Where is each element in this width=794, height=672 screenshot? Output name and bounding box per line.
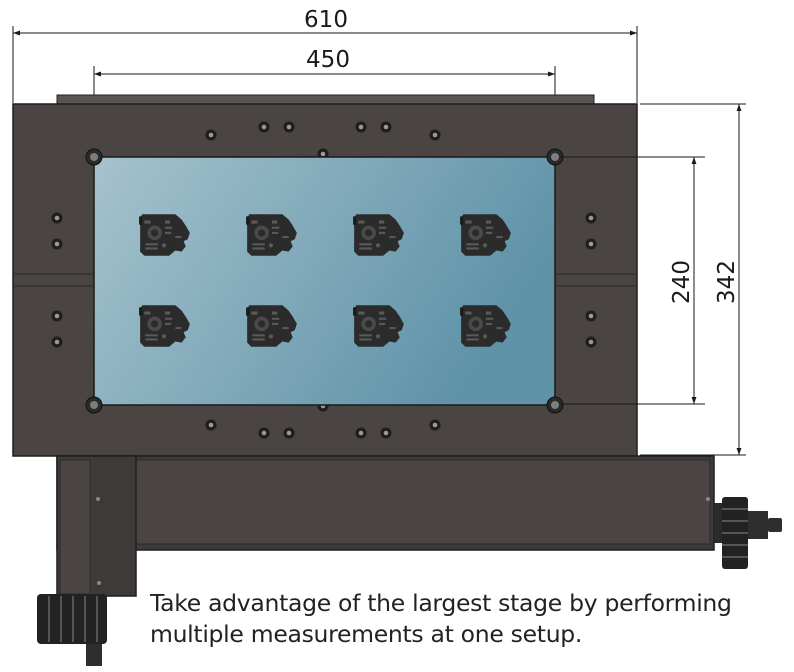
sample-holder-icon [139, 305, 190, 347]
sample-holder-icon [353, 305, 404, 347]
overall-width-label: 610 [304, 7, 348, 33]
caption-line-2: multiple measurements at one setup. [150, 620, 583, 648]
sample-holder-icon [246, 305, 297, 347]
screw-icon [51, 310, 63, 322]
overall-height-label: 342 [714, 260, 740, 304]
plate-clamp-icon [85, 396, 103, 414]
sample-holder-icon [460, 214, 511, 256]
screw-icon [205, 419, 217, 431]
screw-icon [429, 129, 441, 141]
screw-icon [51, 212, 63, 224]
plate-clamp-icon [85, 148, 103, 166]
caption: Take advantage of the largest stage by p… [150, 588, 790, 650]
screw-icon [585, 336, 597, 348]
screw-icon [585, 212, 597, 224]
screw-icon [258, 121, 270, 133]
sample-holder-icon [139, 214, 190, 256]
sample-holder-icon [353, 214, 404, 256]
dimension-overall-height: 342 [640, 103, 746, 456]
stage-screws [51, 121, 597, 439]
screw-icon [205, 129, 217, 141]
screw-icon [585, 238, 597, 250]
plate-width-label: 450 [306, 47, 350, 73]
dimension-plate-height: 240 [560, 156, 705, 405]
right-knob [714, 497, 782, 569]
screw-icon [380, 427, 392, 439]
screw-icon [51, 238, 63, 250]
bottom-left-knob [37, 594, 107, 666]
screw-icon [283, 427, 295, 439]
caption-line-1: Take advantage of the largest stage by p… [150, 589, 732, 617]
screw-icon [355, 121, 367, 133]
sample-holder-icon [246, 214, 297, 256]
dimension-overall-width: 610 [12, 7, 638, 103]
screw-icon [429, 419, 441, 431]
screw-icon [380, 121, 392, 133]
glass-plate [93, 156, 556, 406]
lower-carriage [56, 455, 715, 597]
sample-holder-icon [460, 305, 511, 347]
screw-icon [283, 121, 295, 133]
plate-height-label: 240 [669, 260, 695, 304]
dimension-plate-width: 450 [93, 47, 556, 150]
plate-clamp-icon [546, 148, 564, 166]
screw-icon [355, 427, 367, 439]
plate-clamps [85, 148, 564, 414]
screw-icon [51, 336, 63, 348]
screw-icon [258, 427, 270, 439]
plate-clamp-icon [546, 396, 564, 414]
screw-icon [585, 310, 597, 322]
